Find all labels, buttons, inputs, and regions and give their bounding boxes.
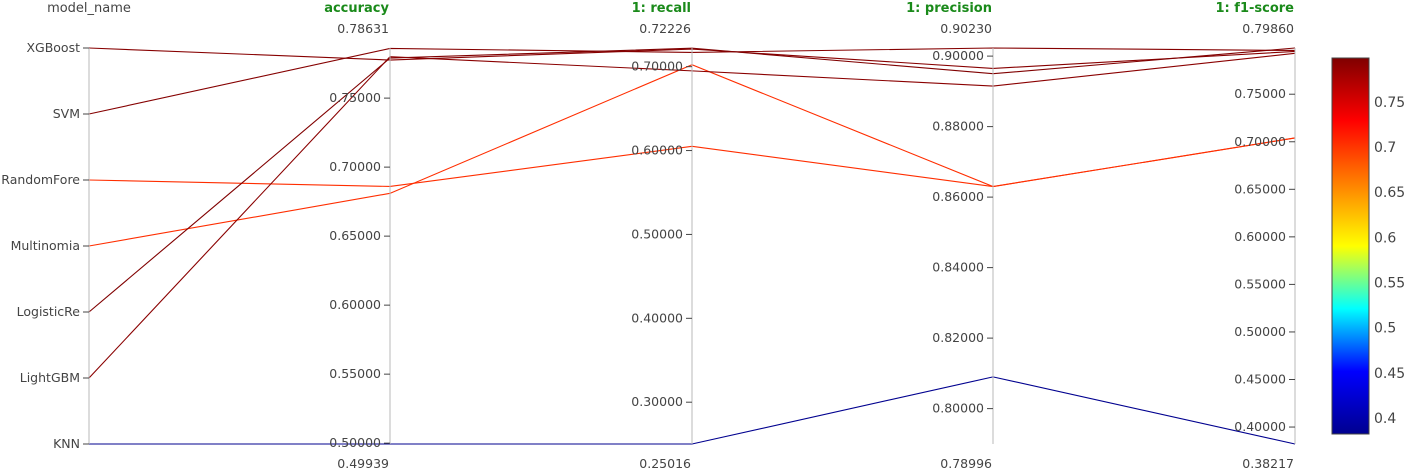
tick-label: 0.70000 [631,59,683,74]
tick-label: 0.55000 [329,366,381,381]
axis-title: 1: f1-score [1216,1,1295,16]
tick-label: 0.75000 [329,90,381,105]
colorbar-tick-label: 0.55 [1374,275,1405,291]
tick-label: 0.86000 [932,189,984,204]
axis-title: 1: precision [906,1,992,16]
tick-label: 0.65000 [1234,181,1286,196]
category-label: LightGBM [20,370,80,385]
category-label: SVM [53,106,80,121]
tick-label: 0.84000 [932,260,984,275]
category-label: RandomFore [1,172,80,187]
tick-label: 0.70000 [329,159,381,174]
tick-label: 0.60000 [1234,229,1286,244]
colorbar-tick-label: 0.75 [1374,95,1405,111]
category-label: LogisticRe [17,304,81,319]
tick-label: 0.50000 [1234,324,1286,339]
range-max-label: 0.78631 [337,21,389,36]
tick-label: 0.45000 [1234,371,1286,386]
colorbar [1331,57,1370,435]
tick-label: 0.60000 [329,297,381,312]
tick-label: 0.80000 [932,401,984,416]
axis-title: model_name [47,1,131,16]
category-label: KNN [53,436,80,451]
tick-label: 0.88000 [932,119,984,134]
tick-label: 0.30000 [631,394,683,409]
tick-label: 0.82000 [932,330,984,345]
colorbar-tick-label: 0.7 [1374,140,1396,156]
category-label: XGBoost [26,40,80,55]
colorbar-tick-label: 0.45 [1374,366,1405,382]
tick-label: 0.70000 [1234,134,1286,149]
tick-label: 0.90000 [932,48,984,63]
range-min-label: 0.38217 [1242,456,1294,471]
range-min-label: 0.25016 [639,456,691,471]
tick-label: 0.65000 [329,228,381,243]
tick-label: 0.50000 [631,226,683,241]
tick-label: 0.55000 [1234,276,1286,291]
category-label: Multinomia [11,238,80,253]
colorbar-tick-label: 0.6 [1374,230,1396,246]
colorbar-tick-label: 0.4 [1374,411,1396,427]
range-max-label: 0.90230 [940,21,992,36]
tick-label: 0.75000 [1234,86,1286,101]
tick-label: 0.40000 [631,310,683,325]
range-min-label: 0.49939 [337,456,389,471]
range-max-label: 0.72226 [639,21,691,36]
axis-title: 1: recall [632,1,691,16]
range-min-label: 0.78996 [940,456,992,471]
tick-label: 0.50000 [329,435,381,450]
colorbar-tick-label: 0.5 [1374,321,1396,337]
tick-label: 0.40000 [1234,419,1286,434]
tick-label: 0.60000 [631,143,683,158]
colorbar-tick-label: 0.65 [1374,185,1405,201]
axis-title: accuracy [324,1,389,16]
range-max-label: 0.79860 [1242,21,1294,36]
